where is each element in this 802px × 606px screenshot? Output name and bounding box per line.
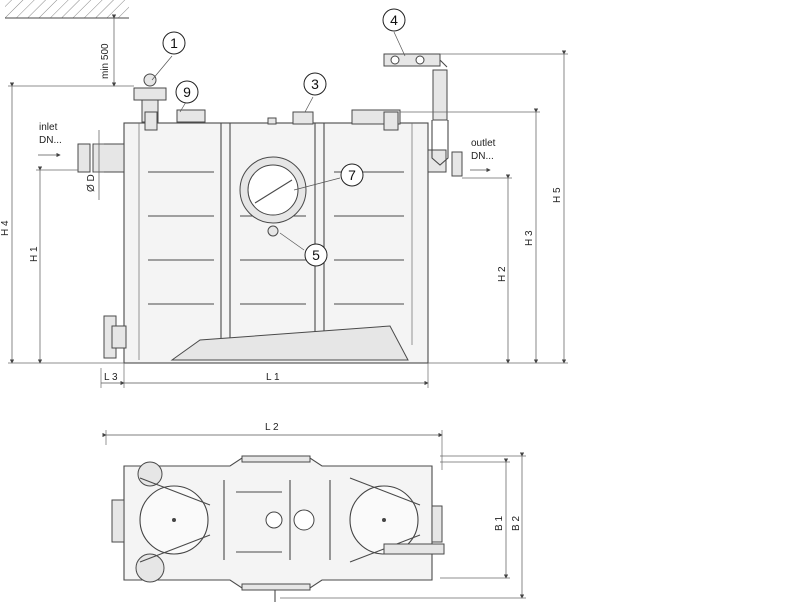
pump-head bbox=[133, 87, 167, 101]
callout-7: 7 bbox=[340, 163, 364, 187]
svg-text:5: 5 bbox=[312, 247, 320, 263]
svg-text:9: 9 bbox=[183, 84, 191, 100]
base-wedge bbox=[170, 325, 409, 361]
b1-label: B 1 bbox=[494, 516, 505, 531]
h5-label: H 5 bbox=[552, 187, 563, 203]
l3-label: L 3 bbox=[104, 372, 118, 383]
tank-slots bbox=[148, 171, 404, 305]
svg-text:7: 7 bbox=[348, 167, 356, 183]
h3-label: H 3 bbox=[524, 230, 535, 246]
svg-text:3: 3 bbox=[311, 76, 319, 92]
outlet-dn-label: DN... bbox=[471, 151, 494, 162]
inlet-label: inlet bbox=[39, 122, 58, 133]
outlet-pipe bbox=[427, 149, 447, 173]
svg-text:1: 1 bbox=[170, 35, 178, 51]
l1-label: L 1 bbox=[266, 372, 280, 383]
inlet-pipe bbox=[92, 143, 125, 173]
callout-5: 5 bbox=[304, 243, 328, 267]
callout-3: 3 bbox=[303, 72, 327, 96]
discharge-riser bbox=[432, 69, 448, 121]
od-label: Ø D bbox=[86, 174, 97, 192]
b2-label: B 2 bbox=[511, 516, 522, 531]
h2-label: H 2 bbox=[497, 266, 508, 282]
callout-4: 4 bbox=[382, 8, 406, 32]
l2-label: L 2 bbox=[265, 422, 279, 433]
callout-9: 9 bbox=[175, 80, 199, 104]
leader-lines bbox=[151, 31, 406, 251]
svg-text:4: 4 bbox=[390, 12, 398, 28]
h1-label: H 1 bbox=[29, 246, 40, 262]
min500-label: min 500 bbox=[100, 43, 111, 79]
outlet-label: outlet bbox=[471, 138, 496, 149]
dimension-lines bbox=[8, 14, 568, 599]
side-view bbox=[77, 53, 463, 364]
h4-label: H 4 bbox=[0, 220, 11, 236]
top-view bbox=[111, 455, 445, 602]
callout-1: 1 bbox=[162, 31, 186, 55]
ceiling-hatch bbox=[5, 0, 129, 19]
inlet-dn-label: DN... bbox=[39, 135, 62, 146]
